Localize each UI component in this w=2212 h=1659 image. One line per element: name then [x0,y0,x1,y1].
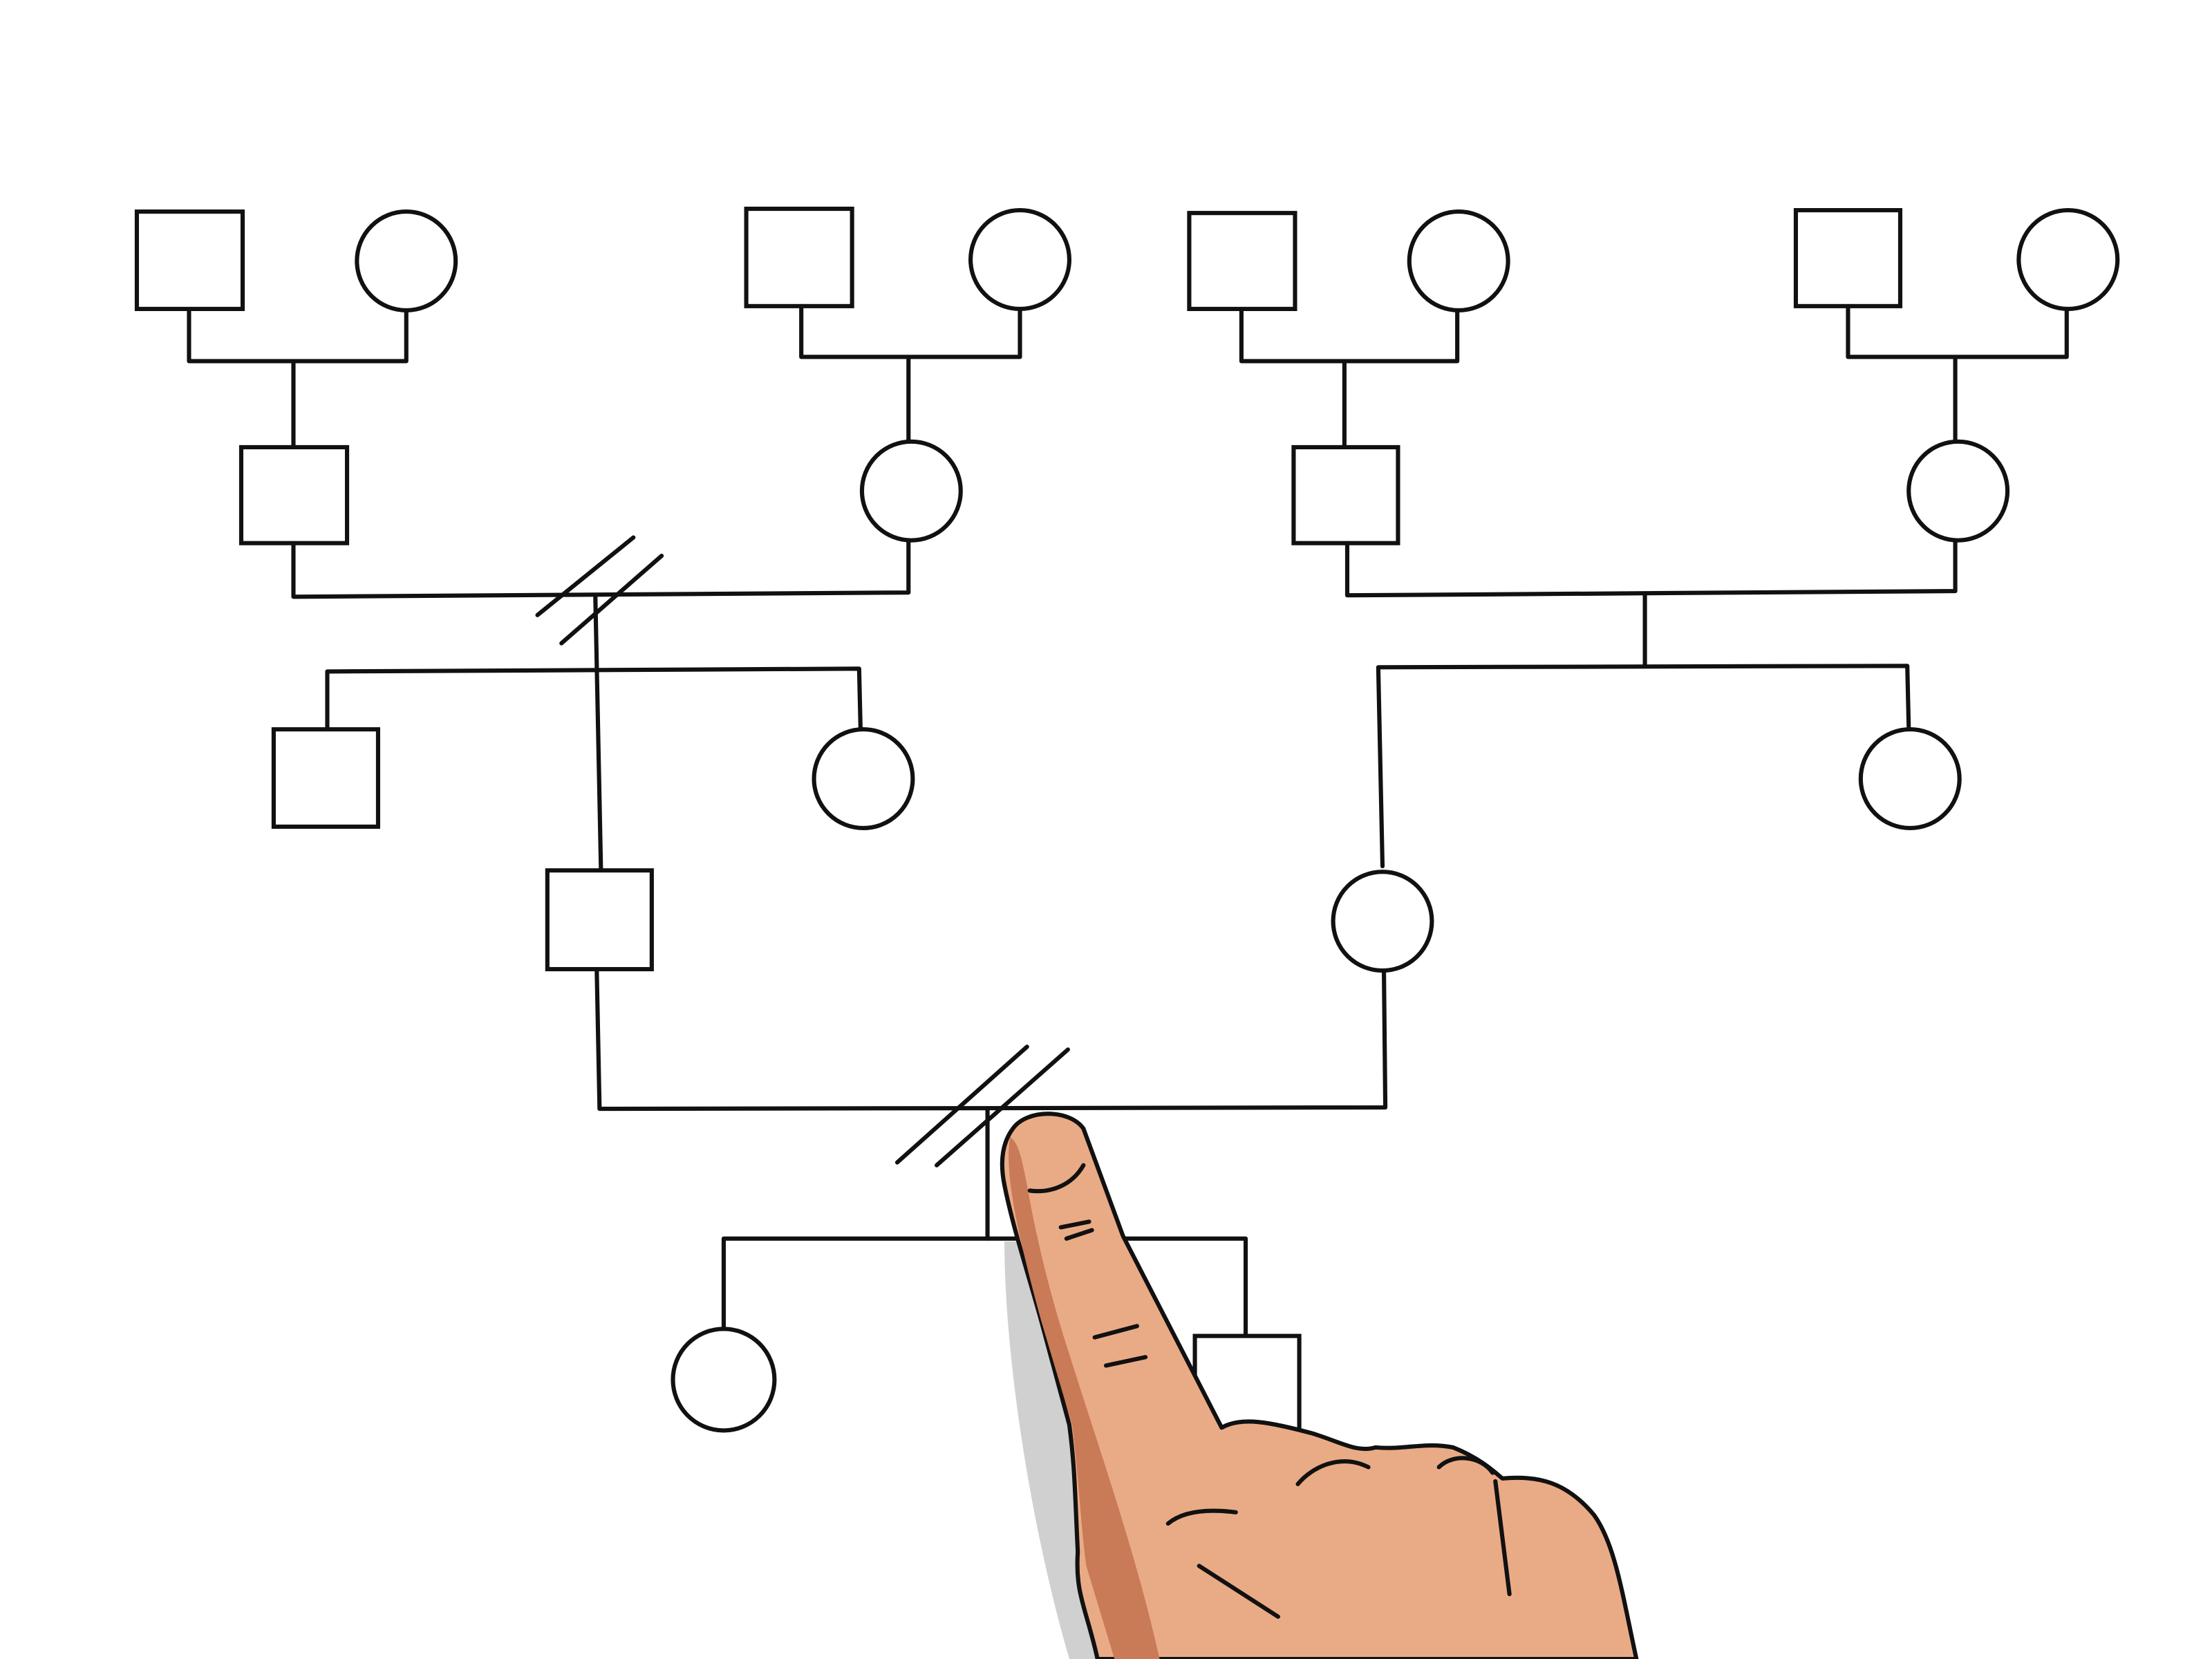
male-symbol [238,444,350,545]
divorce-marker [535,535,664,646]
female-symbol [859,439,963,543]
sibling-line [325,666,863,732]
marriage-line [291,538,911,599]
divorce-marker [894,1044,1070,1168]
descent-line [593,593,603,873]
marriage-line [1239,306,1460,449]
female-symbol [968,208,1071,311]
male-symbol [1793,208,1903,308]
sibling-line [721,1236,1248,1338]
male-symbol [134,209,245,311]
marriage-line [1344,538,1958,598]
female-symbol [1858,727,1962,831]
sibling-line [1376,664,1911,869]
female-symbol [812,727,915,831]
male-symbol [1291,444,1400,545]
generation-2 [238,439,2010,545]
male-symbol-subject [545,868,654,972]
female-symbol [671,1327,777,1433]
female-symbol-subject [1331,870,1434,973]
finger-crease [1027,1163,1512,1619]
generation-2-lines [291,535,1958,873]
generation-1-lines [187,303,2069,449]
male-symbol [744,206,854,308]
marriage-line [799,303,1022,444]
female-symbol [1906,439,2010,543]
female-symbol [355,209,458,313]
female-symbol [1407,209,1510,313]
marriage-line [187,306,409,449]
marriage-line [1846,303,2069,444]
generation-3 [271,727,1962,973]
marriage-line [594,966,1388,1112]
pointing-hand-icon [1000,1112,1639,1659]
generation-1 [134,206,2120,313]
hand [1000,1112,1639,1659]
hand-shade [1009,1136,1160,1659]
male-symbol [1187,211,1297,311]
female-symbol [2016,208,2120,311]
male-symbol [271,727,380,829]
generation-3-lines [594,966,1388,1338]
